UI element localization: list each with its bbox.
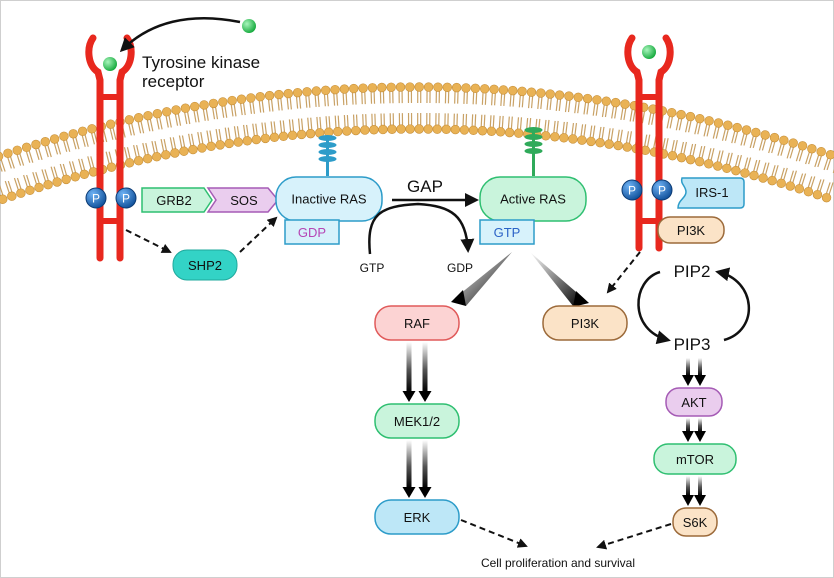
shp2-to-ras-arrow xyxy=(239,216,278,253)
raf-to-mek-arrow-shaft xyxy=(422,342,428,392)
s6k-label: S6K xyxy=(683,515,708,530)
gdp-label: GDP xyxy=(447,261,473,275)
ras-to-pi3k-wedge xyxy=(530,252,583,306)
grb2-node xyxy=(141,187,213,213)
shp2-label: SHP2 xyxy=(188,258,222,273)
erk-to-outcome-arrow xyxy=(460,519,528,548)
akt-to-mtor-arrow-shaft xyxy=(686,418,690,432)
ligand-binding-arrow xyxy=(119,16,241,53)
shp2-node xyxy=(172,249,238,281)
phospho-circle xyxy=(651,179,673,201)
gtp-gdp-exchange-arc xyxy=(368,202,475,255)
outcome-label: Cell proliferation and survival xyxy=(481,556,635,570)
pip3-to-akt-arrow-shaft xyxy=(698,358,702,376)
sos-label: SOS xyxy=(230,193,258,208)
s6k-to-outcome-arrow xyxy=(596,523,672,550)
phospho-label: P xyxy=(658,184,666,198)
tyrosine-kinase-receptor-right xyxy=(624,34,674,252)
mek-to-erk-arrow-head xyxy=(418,487,432,498)
mek-node xyxy=(374,403,460,439)
akt-to-mtor-arrow-head xyxy=(694,431,706,442)
inactive-ras-anchor xyxy=(318,135,337,176)
phospho-label: P xyxy=(92,192,100,206)
pip3-to-akt-arrow-head xyxy=(682,375,694,386)
ligand-ball-free xyxy=(242,19,256,33)
pi3k-node xyxy=(542,305,628,341)
pip2-label: PIP2 xyxy=(674,262,711,281)
phospho-label: P xyxy=(122,192,130,206)
gdp-box xyxy=(284,219,340,245)
irs1-label: IRS-1 xyxy=(695,185,728,200)
pi3k-recruit-arrow xyxy=(606,251,641,294)
active-ras-anchor xyxy=(524,127,543,176)
raf-to-mek-arrow-head xyxy=(402,391,416,402)
raf-to-mek-arrow-head xyxy=(418,391,432,402)
grb2-label: GRB2 xyxy=(156,193,191,208)
mek-to-erk-arrow-shaft xyxy=(422,440,428,488)
phospho-circle xyxy=(115,187,137,209)
mek-to-erk-arrow-head xyxy=(402,487,416,498)
phospho-circle xyxy=(621,179,643,201)
gap-label: GAP xyxy=(407,177,443,196)
gtp-box xyxy=(479,219,535,245)
phospho-circle xyxy=(85,187,107,209)
inactive-ras-label: Inactive RAS xyxy=(291,192,366,207)
raf-node xyxy=(374,305,460,341)
mtor-to-s6k-arrow-head xyxy=(682,495,694,506)
mtor-to-s6k-arrow-shaft xyxy=(698,476,702,496)
mtor-node xyxy=(653,443,737,475)
receptor-to-shp2-arrow xyxy=(125,229,172,253)
raf-label: RAF xyxy=(404,316,430,331)
phospho-group-right: P P xyxy=(621,179,673,201)
pip2-to-pip3-arc xyxy=(637,270,671,345)
ligand-ball-bound xyxy=(103,57,117,71)
akt-node xyxy=(665,387,723,417)
sos-node xyxy=(206,187,279,213)
pi3k-membrane-node xyxy=(657,216,725,244)
pip3-label: PIP3 xyxy=(674,335,711,354)
gdp-box-label: GDP xyxy=(298,225,326,240)
mtor-to-s6k-arrow-head xyxy=(694,495,706,506)
akt-to-mtor-arrow-shaft xyxy=(698,418,702,432)
receptor-label-line1: Tyrosine kinase xyxy=(142,53,260,72)
active-ras-label: Active RAS xyxy=(500,192,566,207)
raf-to-mek-arrow-shaft xyxy=(406,342,412,392)
mek-label: MEK1/2 xyxy=(394,414,440,429)
receptor-label-line2: receptor xyxy=(142,72,205,91)
gtp-box-label: GTP xyxy=(494,225,521,240)
ras-to-raf-wedge xyxy=(455,252,512,306)
cascade-arrows xyxy=(402,342,706,506)
ligand-ball-right xyxy=(642,45,656,59)
pi3k-membrane-label: PI3K xyxy=(677,223,706,238)
pip3-to-pip2-arc xyxy=(715,267,750,342)
erk-node xyxy=(374,499,460,535)
gtp-label: GTP xyxy=(360,261,385,275)
akt-to-mtor-arrow-head xyxy=(682,431,694,442)
irs1-node xyxy=(677,177,745,209)
mtor-label: mTOR xyxy=(676,452,714,467)
mek-to-erk-arrow-shaft xyxy=(406,440,412,488)
s6k-node xyxy=(672,507,718,537)
pip3-to-akt-arrow-shaft xyxy=(686,358,690,376)
phospho-group-left: P P xyxy=(85,187,137,209)
pi3k-label: PI3K xyxy=(571,316,600,331)
akt-label: AKT xyxy=(681,395,706,410)
mtor-to-s6k-arrow-shaft xyxy=(686,476,690,496)
phospho-label: P xyxy=(628,184,636,198)
erk-label: ERK xyxy=(404,510,431,525)
pip3-to-akt-arrow-head xyxy=(694,375,706,386)
